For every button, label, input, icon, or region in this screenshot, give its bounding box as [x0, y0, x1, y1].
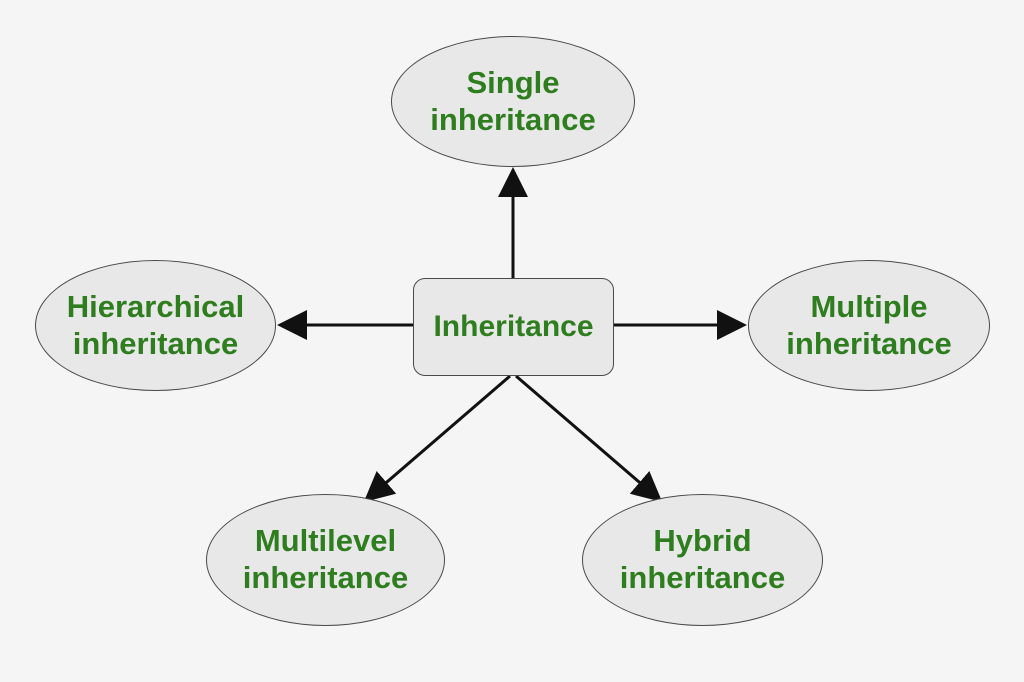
single-inheritance-node: Single inheritance	[391, 36, 635, 167]
arrow-to-hybrid	[515, 374, 663, 502]
multilevel-inheritance-line2: inheritance	[242, 560, 409, 595]
multiple-inheritance-node: Multiple inheritance	[748, 260, 990, 391]
arrow-to-multilevel	[363, 374, 511, 502]
single-inheritance-line1: Single	[466, 64, 560, 100]
hierarchical-inheritance-line1: Hierarchical	[66, 288, 245, 324]
multilevel-inheritance-node: Multilevel inheritance	[206, 494, 445, 626]
hybrid-inheritance-node: Hybrid inheritance	[582, 494, 823, 626]
inheritance-root-label: Inheritance	[433, 310, 594, 344]
inheritance-root-node: Inheritance	[413, 278, 614, 376]
hierarchical-inheritance-line2: inheritance	[72, 325, 239, 361]
hybrid-inheritance-line2: inheritance	[619, 560, 786, 595]
hybrid-inheritance-line1: Hybrid	[653, 523, 752, 559]
hierarchical-inheritance-node: Hierarchical inheritance	[35, 260, 276, 391]
multilevel-inheritance-line1: Multilevel	[254, 523, 397, 559]
single-inheritance-line2: inheritance	[430, 101, 596, 137]
multiple-inheritance-line2: inheritance	[786, 325, 952, 361]
multiple-inheritance-line1: Multiple	[810, 288, 928, 324]
